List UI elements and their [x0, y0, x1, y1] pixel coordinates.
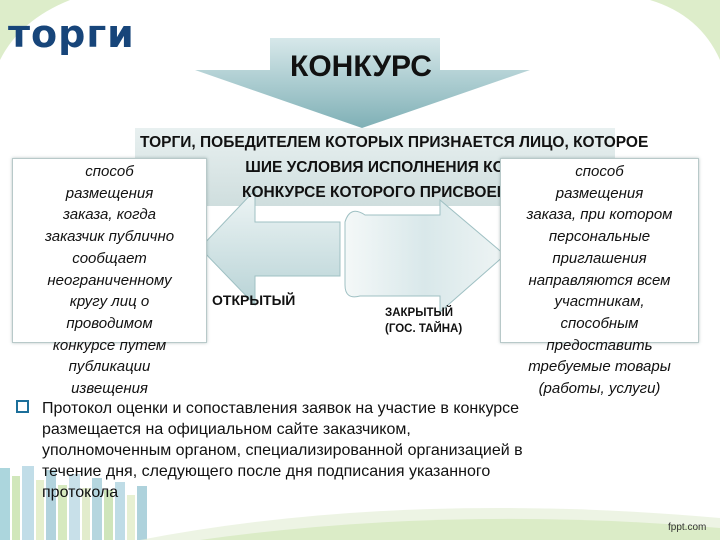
- main-heading: КОНКУРС: [290, 50, 432, 83]
- checkbox-bullet-icon: [16, 400, 29, 413]
- box-line: способ: [575, 163, 624, 180]
- open-tender-label: ОТКРЫТЫЙ: [212, 292, 296, 308]
- box-line: кругу лиц о: [69, 293, 150, 311]
- box-line: заказа, когда: [62, 206, 156, 224]
- box-line: заказа, при котором: [526, 206, 673, 224]
- closed-tender-description: способ размещения заказа, при котором пе…: [501, 159, 698, 400]
- box-line: проводимом: [66, 314, 153, 332]
- box-line: способным: [560, 314, 639, 332]
- closed-tender-label: ЗАКРЫТЫЙ: [385, 307, 454, 319]
- box-line: извещения: [71, 380, 148, 398]
- box-line: заказчик публично: [44, 228, 175, 246]
- closed-tender-box: способ размещения заказа, при котором пе…: [500, 158, 699, 397]
- protocol-line: протокола: [42, 484, 119, 501]
- box-line: неограниченному: [47, 271, 172, 289]
- closed-tender-sublabel: (ГОС. ТАЙНА): [385, 323, 463, 335]
- protocol-bullet: Протокол оценки и сопоставления заявок н…: [16, 398, 702, 503]
- definition-line: КОНКУРСЕ КОТОРОГО ПРИСВОЕН: [242, 184, 508, 201]
- box-line: требуемые товары: [528, 358, 671, 376]
- open-tender-description: способ размещения заказа, когда заказчик…: [13, 159, 206, 400]
- box-line: персональные: [548, 228, 651, 246]
- box-line: участникам,: [554, 293, 645, 311]
- definition-line: ШИЕ УСЛОВИЯ ИСПОЛНЕНИЯ КО: [245, 159, 505, 176]
- box-line: способ: [85, 163, 134, 180]
- protocol-line: Протокол оценки и сопоставления заявок н…: [42, 400, 520, 417]
- box-line: размещения: [65, 184, 154, 202]
- definition-heading: ТОРГИ, ПОБЕДИТЕЛЕМ КОТОРЫХ ПРИЗНАЕТСЯ ЛИ…: [140, 130, 649, 205]
- slide-title: торги: [8, 12, 135, 56]
- box-line: (работы, услуги): [538, 380, 661, 398]
- open-tender-box: способ размещения заказа, когда заказчик…: [12, 158, 207, 397]
- definition-line: ТОРГИ, ПОБЕДИТЕЛЕМ КОТОРЫХ ПРИЗНАЕТСЯ ЛИ…: [140, 134, 649, 151]
- protocol-line: течение дня, следующего после дня подпис…: [42, 463, 491, 480]
- box-line: приглашения: [552, 249, 647, 267]
- box-line: размещения: [555, 184, 644, 202]
- box-line: публикации: [68, 358, 151, 376]
- protocol-line: размещается на официальном сайте заказчи…: [42, 421, 411, 438]
- box-line: конкурсе путем: [52, 336, 167, 354]
- watermark: fppt.com: [668, 522, 707, 533]
- box-line: направляются всем: [528, 271, 671, 289]
- protocol-line: уполномоченным органом, специализированн…: [42, 442, 523, 459]
- box-line: предоставить: [546, 336, 653, 354]
- box-line: сообщает: [72, 249, 147, 267]
